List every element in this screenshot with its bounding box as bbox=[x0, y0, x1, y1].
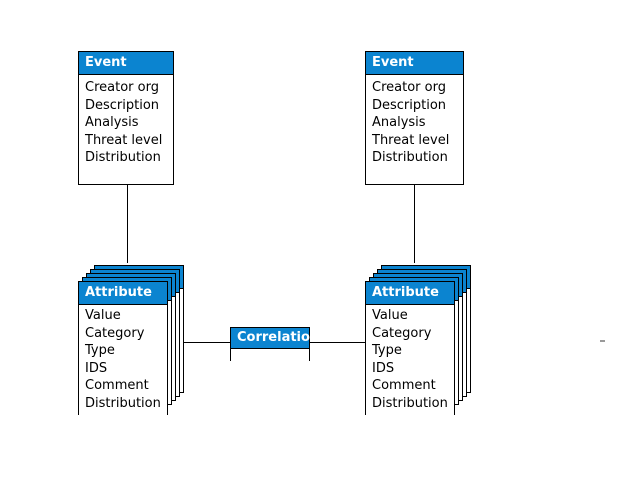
entity-header-event-right: Event bbox=[366, 52, 463, 75]
entity-card-correlation[interactable]: Correlation bbox=[230, 327, 319, 362]
field-threat-level: Threat level bbox=[372, 132, 450, 148]
field-type: Type bbox=[372, 343, 402, 358]
field-creator-org: Creator org bbox=[372, 80, 446, 95]
field-description: Description bbox=[85, 97, 160, 113]
field-category: Category bbox=[372, 325, 432, 341]
entity-card-attribute-left[interactable]: Attribute Value Category Type IDS Commen… bbox=[78, 281, 168, 416]
field-value: Value bbox=[85, 308, 121, 323]
entity-body-attribute-right: Value Category Type IDS Comment Distribu… bbox=[366, 305, 454, 416]
connector-correlation-to-attribute-right bbox=[309, 342, 365, 343]
field-analysis: Analysis bbox=[372, 115, 426, 130]
connector-event-left-to-attribute-left bbox=[127, 185, 128, 263]
entity-header-attribute-right: Attribute bbox=[366, 282, 454, 305]
field-type: Type bbox=[85, 343, 115, 358]
entity-header-event-left: Event bbox=[79, 52, 173, 75]
entity-card-attribute-right[interactable]: Attribute Value Category Type IDS Commen… bbox=[365, 281, 455, 416]
entity-header-attribute-left: Attribute bbox=[79, 282, 167, 305]
field-description: Description bbox=[372, 97, 447, 113]
field-analysis: Analysis bbox=[85, 115, 139, 130]
field-ids: IDS bbox=[85, 360, 108, 376]
field-threat-level: Threat level bbox=[85, 132, 163, 148]
field-distribution: Distribution bbox=[372, 395, 448, 411]
connector-attribute-left-to-correlation bbox=[184, 342, 231, 343]
field-comment: Comment bbox=[85, 378, 149, 393]
entity-body-correlation bbox=[231, 349, 309, 362]
entity-stack-attribute-right[interactable]: Attribute Value Category Type IDS Commen… bbox=[365, 265, 471, 425]
field-comment: Comment bbox=[372, 378, 436, 393]
entity-stack-attribute-left[interactable]: Attribute Value Category Type IDS Commen… bbox=[78, 265, 184, 425]
field-distribution: Distribution bbox=[372, 150, 448, 165]
field-distribution: Distribution bbox=[85, 150, 161, 165]
field-creator-org: Creator org bbox=[85, 80, 159, 95]
field-distribution: Distribution bbox=[85, 395, 161, 411]
entity-card-event-left[interactable]: Event Creator org Description Analysis T… bbox=[78, 51, 174, 185]
stray-mark-artifact bbox=[600, 340, 605, 342]
connector-event-right-to-attribute-right bbox=[414, 185, 415, 263]
entity-card-event-right[interactable]: Event Creator org Description Analysis T… bbox=[365, 51, 464, 185]
entity-body-event-right: Creator org Description Analysis Threat … bbox=[366, 75, 463, 171]
field-category: Category bbox=[85, 325, 145, 341]
entity-body-attribute-left: Value Category Type IDS Comment Distribu… bbox=[79, 305, 167, 416]
entity-header-correlation: Correlation bbox=[231, 328, 319, 349]
field-ids: IDS bbox=[372, 360, 395, 376]
entity-body-event-left: Creator org Description Analysis Threat … bbox=[79, 75, 173, 171]
field-value: Value bbox=[372, 308, 408, 323]
